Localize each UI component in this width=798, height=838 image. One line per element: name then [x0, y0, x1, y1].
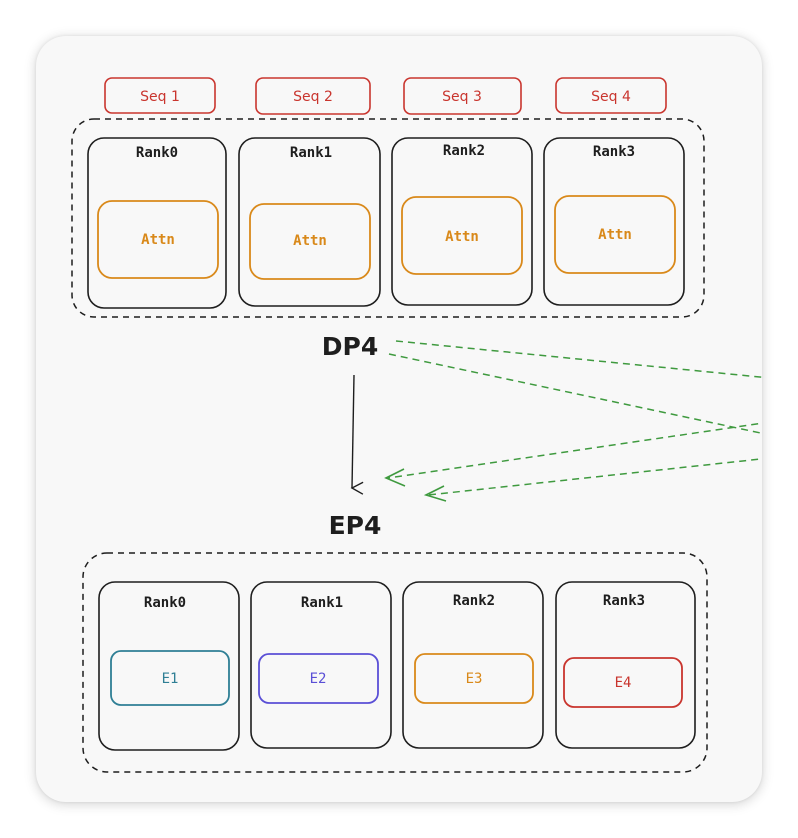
seq-box-4: Seq 4	[555, 77, 667, 114]
expert-box	[110, 650, 230, 706]
ep-rank-3: Rank3 E4	[555, 581, 696, 749]
dp-group: Rank0 Attn Rank1 Attn Rank2 Attn Rank3	[71, 118, 705, 318]
seq-label: Seq 3	[442, 89, 482, 105]
ep-rank-2: Rank2 E3	[402, 581, 544, 749]
expert-box	[563, 657, 683, 708]
attn-box	[401, 196, 523, 275]
expert-label: E3	[466, 671, 483, 687]
ep-group: Rank0 E1 Rank1 E2 Rank2 E3 Rank3 E4	[82, 552, 708, 773]
ep-rank-1: Rank1 E2	[250, 581, 392, 749]
ep-label: EP4	[329, 511, 382, 540]
rank-label: Rank3	[603, 593, 645, 609]
dp-rank-3: Rank3 Attn	[543, 137, 685, 306]
outgoing-arrow-2	[388, 353, 762, 435]
attn-box	[554, 195, 676, 274]
rank-label: Rank3	[593, 144, 635, 160]
expert-box	[258, 653, 379, 704]
expert-box	[414, 653, 534, 704]
sequence-row: Seq 1 Seq 2 Seq 3 Seq 4	[104, 77, 667, 115]
rank-label: Rank2	[453, 593, 495, 609]
diagram-card: Seq 1 Seq 2 Seq 3 Seq 4 Rank0 Attn	[36, 36, 762, 802]
dp-to-ep-arrow	[350, 374, 364, 495]
attn-label: Attn	[141, 232, 175, 248]
rank-label: Rank1	[290, 145, 332, 161]
arrowhead-1	[384, 468, 406, 487]
green-arrowheads	[384, 468, 447, 502]
attn-label: Attn	[293, 233, 327, 249]
return-arrow-1	[387, 422, 762, 479]
dp-rank-0: Rank0 Attn	[87, 137, 227, 309]
diagram-canvas: Seq 1 Seq 2 Seq 3 Seq 4 Rank0 Attn	[71, 77, 762, 773]
attn-box	[249, 203, 371, 280]
seq-box-3: Seq 3	[403, 77, 522, 115]
attn-box	[97, 200, 219, 279]
seq-label: Seq 2	[293, 89, 333, 105]
seq-label: Seq 4	[591, 89, 631, 105]
dp-rank-2: Rank2 Attn	[391, 137, 533, 306]
seq-box-2: Seq 2	[255, 77, 371, 115]
rank-label: Rank0	[136, 145, 178, 161]
dp-rank-1: Rank1 Attn	[238, 137, 381, 307]
expert-label: E1	[162, 671, 179, 687]
expert-label: E2	[310, 671, 327, 687]
arrowhead-2	[423, 485, 447, 502]
ep-rank-0: Rank0 E1	[98, 581, 240, 751]
dp-label: DP4	[322, 332, 378, 361]
rank-label: Rank1	[301, 595, 343, 611]
expert-label: E4	[615, 675, 632, 691]
seq-box-1: Seq 1	[104, 77, 216, 114]
seq-label: Seq 1	[140, 89, 180, 105]
rank-label: Rank2	[443, 143, 485, 159]
rank-label: Rank0	[144, 595, 186, 611]
ep-group-border	[82, 552, 708, 773]
attn-label: Attn	[445, 229, 479, 245]
attn-label: Attn	[598, 227, 632, 243]
return-arrow-2	[427, 458, 762, 496]
outgoing-arrow-1	[395, 340, 762, 378]
green-dashed-arrows	[387, 340, 762, 496]
dp-group-border	[71, 118, 705, 318]
